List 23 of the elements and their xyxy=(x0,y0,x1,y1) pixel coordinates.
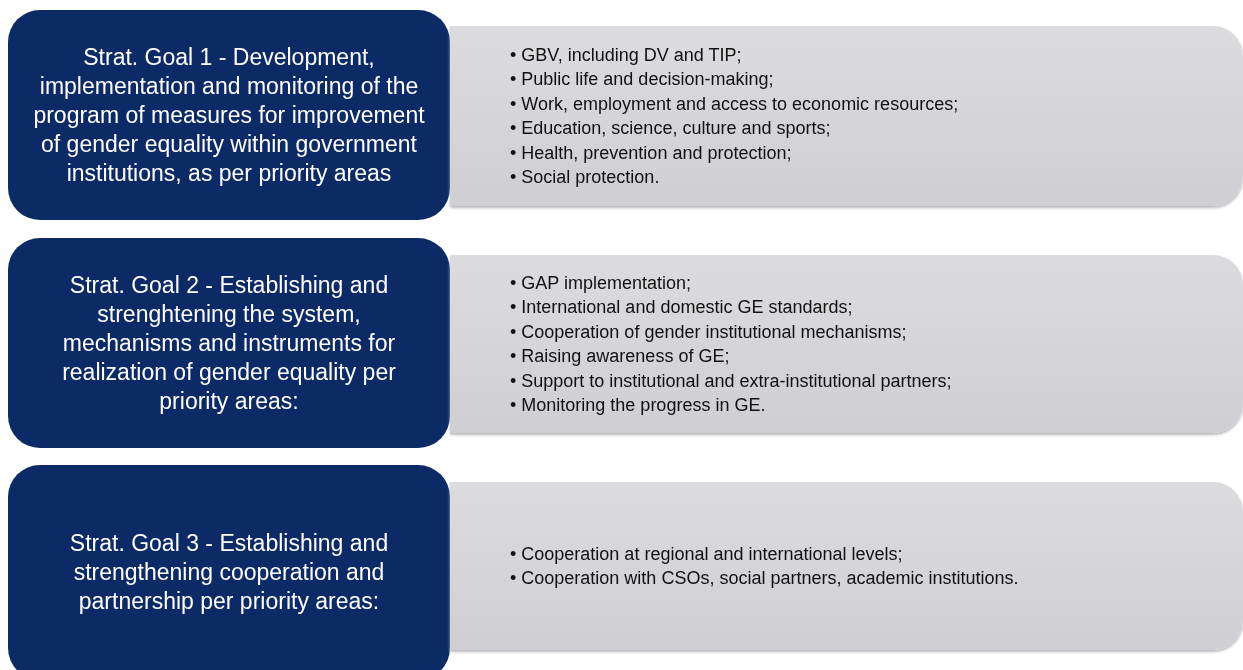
bullet-item: • Cooperation with CSOs, social partners, academic institutions. xyxy=(510,567,1020,590)
bullet-item: • Raising awareness of GE; xyxy=(510,345,731,368)
bullet-item: • Cooperation of gender institutional mechanisms; xyxy=(510,320,908,344)
priority-panel xyxy=(450,26,1243,206)
bullet-item: • Support to institutional and extra-institutional partners; xyxy=(510,369,953,393)
priority-panel xyxy=(450,482,1243,650)
goal-text: Strat. Goal 1 - Development, implementation and monitoring of the program of measures for improvement of gender equality within government institutions, as per priority areas xyxy=(32,42,426,188)
bullet-item: • Education, science, culture and sports; xyxy=(510,117,832,140)
bullet-item: • GBV, including DV and TIP; xyxy=(510,43,743,67)
goal-text: Strat. Goal 3 - Establishing and strengthening cooperation and partnership per priority areas: xyxy=(68,529,390,616)
bullet-item: • Cooperation at regional and international levels; xyxy=(510,542,904,566)
goal-box xyxy=(8,238,450,448)
bullet-item: • Monitoring the progress in GE. xyxy=(510,394,767,417)
bullet-item: • Public life and decision-making; xyxy=(510,68,775,91)
priority-panel xyxy=(450,255,1243,433)
bullet-item: • Social protection. xyxy=(510,166,661,189)
bullet-item: • International and domestic GE standards; xyxy=(510,296,854,319)
goal-text: Strat. Goal 2 - Establishing and strenghtening the system, mechanisms and instruments for realization of gender equality per priority areas: xyxy=(61,270,397,416)
goal-box xyxy=(8,10,450,220)
bullet-item: • Health, prevention and protection; xyxy=(510,141,793,165)
bullet-item: • GAP implementation; xyxy=(510,271,693,295)
goal-box xyxy=(8,465,450,670)
bullet-item: • Work, employment and access to economic resources; xyxy=(510,92,960,116)
